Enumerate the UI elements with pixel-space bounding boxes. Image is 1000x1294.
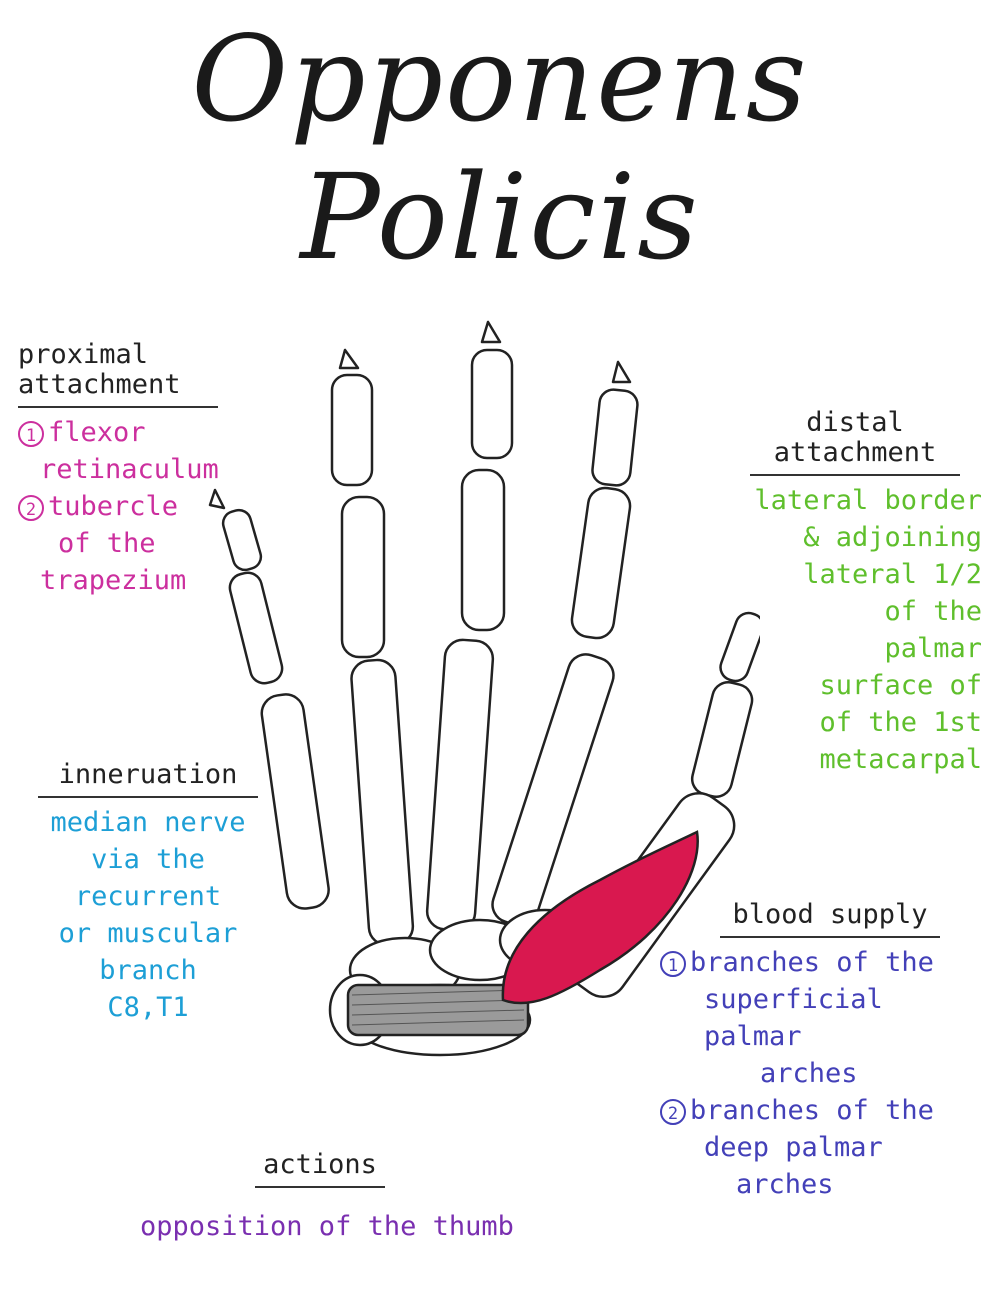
number-badge: 2	[18, 494, 44, 521]
proximal-attachment-heading: proximal attachment	[18, 340, 218, 408]
distal-attachment-heading: distal attachment	[750, 408, 960, 476]
number-badge: 2	[660, 1098, 686, 1125]
actions-heading: actions	[255, 1150, 385, 1188]
number-badge: 1	[18, 420, 44, 447]
distal-attachment-text: lateral border & adjoining lateral 1/2 o…	[754, 485, 982, 775]
flexor-retinaculum	[346, 983, 530, 1037]
index-finger-bones	[491, 360, 639, 927]
innervation-text: median nerve via the recurrent or muscul…	[50, 807, 246, 1023]
innervation-section: inneruation median nerve via the recurre…	[38, 760, 258, 1026]
distal-attachment-section: distal attachment lateral border & adjoi…	[750, 408, 990, 778]
number-badge: 1	[660, 950, 686, 977]
actions-text: opposition of the thumb	[140, 1211, 514, 1242]
page-title: Opponens Policis	[191, 10, 809, 286]
actions-section: actions opposition of the thumb	[140, 1150, 540, 1245]
blood-supply-heading: blood supply	[720, 900, 940, 938]
hand-skeleton-diagram	[208, 320, 760, 1057]
innervation-heading: inneruation	[38, 760, 258, 798]
ring-finger-bones	[330, 348, 415, 947]
opponens-pollicis-muscle	[501, 830, 699, 1005]
middle-finger-bones	[425, 320, 514, 932]
little-finger-bones	[208, 488, 330, 910]
